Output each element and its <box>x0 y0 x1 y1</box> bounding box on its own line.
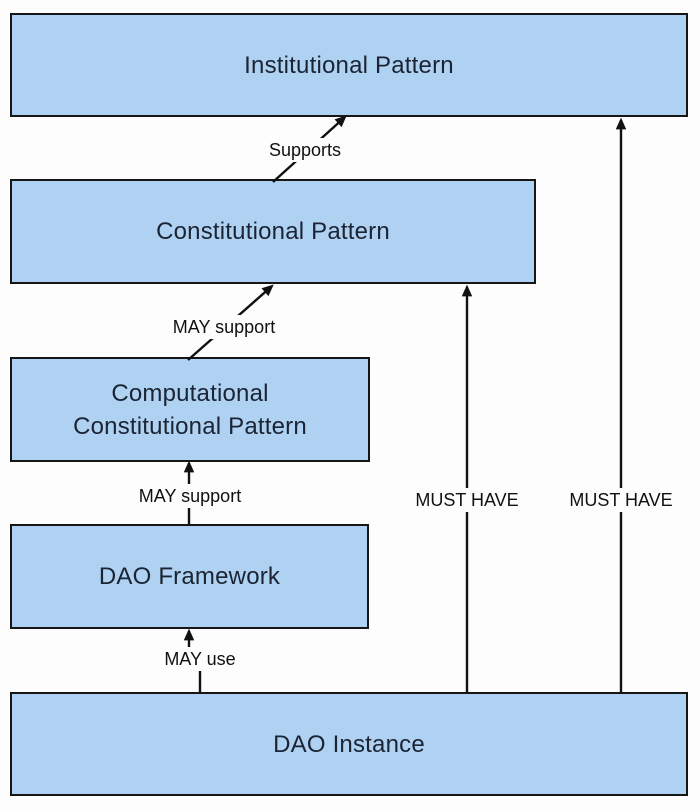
box-institutional-pattern: Institutional Pattern <box>10 13 688 117</box>
box-constitutional-pattern: Constitutional Pattern <box>10 179 536 284</box>
box-computational-constitutional-pattern-label: Computational Constitutional Pattern <box>73 379 307 440</box>
box-dao-instance: DAO Instance <box>10 692 688 796</box>
box-dao-instance-label: DAO Instance <box>273 730 425 758</box>
box-dao-framework-label: DAO Framework <box>98 563 281 590</box>
edge-label-may-use: MAY use <box>159 647 241 671</box>
box-computational-constitutional-pattern: Computational Constitutional Pattern <box>10 357 370 462</box>
edge-label-must-have-2: MUST HAVE <box>564 488 678 512</box>
box-institutional-pattern-label: Institutional Pattern <box>244 51 454 79</box>
edge-label-supports: Supports <box>263 138 347 162</box>
edge-label-may-support-2: MAY support <box>133 484 247 508</box>
edge-label-must-have-1: MUST HAVE <box>410 488 524 512</box>
box-dao-framework: DAO Framework <box>10 524 369 629</box>
edge-label-may-support-1: MAY support <box>167 315 281 339</box>
box-constitutional-pattern-label: Constitutional Pattern <box>156 218 390 245</box>
